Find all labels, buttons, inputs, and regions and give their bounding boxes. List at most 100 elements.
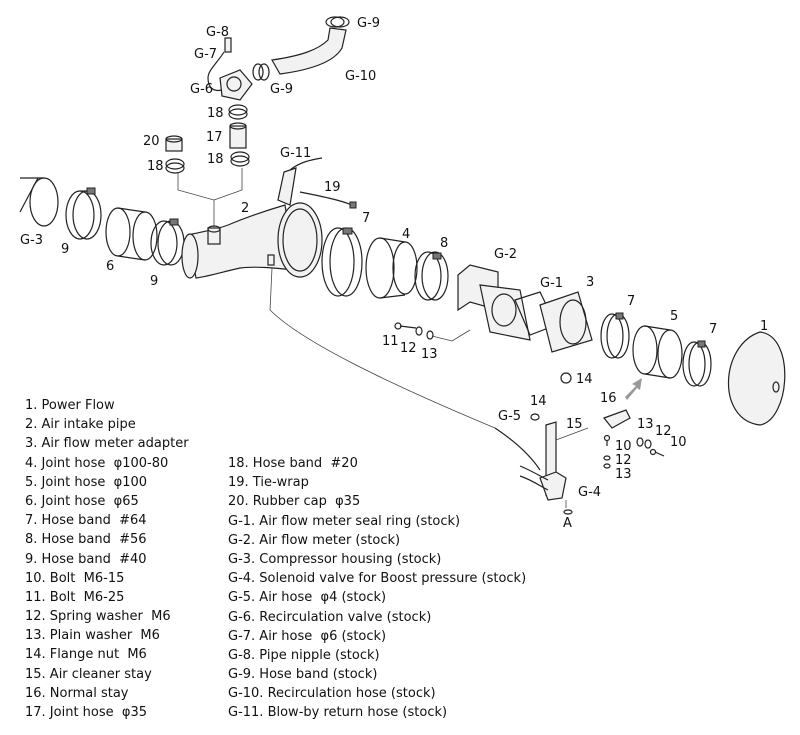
callout-7b: 7: [627, 294, 635, 309]
callout-g6: G-6: [190, 82, 213, 97]
legend-left-item: 5. Joint hose φ100: [25, 474, 148, 490]
callout-8: 8: [440, 236, 448, 251]
callout-g9b: G-9: [270, 82, 293, 97]
legend-left-item: 14. Flange nut M6: [25, 647, 147, 663]
recirculation-hose-drawing: [271, 27, 347, 75]
callout-13a: 13: [421, 347, 438, 362]
hose-band-20-mid-drawing: [230, 151, 250, 167]
leader-line-a: [269, 267, 496, 429]
callout-16: 16: [600, 391, 617, 406]
callout-1: 1: [760, 319, 768, 334]
callout-12a: 12: [400, 341, 417, 356]
legend-left-item: 11. Bolt M6-25: [25, 589, 125, 605]
callout-g10: G-10: [345, 69, 376, 84]
hose-band-stock-a-drawing: [252, 63, 270, 81]
legend-right-item: G-10. Recirculation hose (stock): [228, 686, 436, 702]
legend-left-item: 12. Spring washer M6: [25, 609, 171, 625]
recirculation-valve-drawing: [219, 69, 253, 101]
callout-g3: G-3: [20, 233, 43, 248]
legend-left-item: 7. Hose band #64: [25, 513, 147, 529]
callout-20: 20: [143, 134, 160, 149]
callout-13b: 13: [637, 417, 654, 432]
hose-band-40-right-drawing: [150, 218, 185, 266]
tie-wrap-drawing: [299, 191, 357, 209]
legend-right-item: G-11. Blow-by return hose (stock): [228, 705, 448, 721]
joint-hose-100-drawing: [632, 325, 683, 379]
callout-g2: G-2: [494, 247, 517, 262]
callout-12b: 12: [655, 424, 672, 439]
bolt-washer-set-left-drawing: [394, 322, 471, 342]
callout-a: A: [563, 516, 572, 531]
legend-right-item: G-9. Hose band (stock): [228, 667, 378, 683]
legend-left-item: 15. Air cleaner stay: [25, 666, 152, 682]
callout-17: 17: [206, 130, 223, 145]
legend-right-item: G-2. Air flow meter (stock): [228, 532, 401, 548]
callout-g8: G-8: [206, 25, 229, 40]
legend-right-item: G-6. Recirculation valve (stock): [228, 609, 432, 625]
hose-band-64-c-drawing: [682, 340, 712, 387]
callout-10b: 10: [670, 435, 687, 450]
legend-left-item: 10. Bolt M6-15: [25, 570, 125, 586]
hose-band-40-left-drawing: [65, 187, 102, 240]
callout-g5: G-5: [498, 409, 521, 424]
joint-hose-35-drawing: [229, 122, 247, 149]
legend-right-item: G-5. Air hose φ4 (stock): [228, 590, 387, 606]
legend-right-item: G-4. Solenoid valve for Boost pressure (…: [228, 571, 527, 587]
direction-arrow: [625, 378, 642, 400]
legend-left-item: 2. Air intake pipe: [25, 417, 136, 433]
legend-left-item: 6. Joint hose φ65: [25, 493, 139, 509]
air-hose-4-drawing: [494, 427, 541, 471]
callout-g4: G-4: [578, 485, 601, 500]
compressor-housing-drawing: [19, 177, 59, 227]
blow-by-hose-drawing: [277, 157, 323, 206]
callout-4: 4: [402, 227, 410, 242]
callout-19: 19: [324, 180, 341, 195]
callout-7c: 7: [709, 322, 717, 337]
callout-14b: 14: [576, 372, 593, 387]
callout-13c: 13: [615, 467, 632, 482]
callout-g1: G-1: [540, 276, 563, 291]
power-flow-filter-drawing: [727, 331, 786, 426]
callout-5: 5: [670, 309, 678, 324]
hose-band-20-top-drawing: [228, 104, 248, 120]
callout-g9a: G-9: [357, 16, 380, 31]
legend-left-item: 4. Joint hose φ100-80: [25, 455, 169, 471]
legend-left-item: 16. Normal stay: [25, 685, 129, 701]
callout-6: 6: [106, 259, 114, 274]
callout-9b: 9: [150, 274, 158, 289]
joint-hose-100-80-drawing: [365, 237, 418, 299]
callout-18a: 18: [207, 106, 224, 121]
callout-10a: 10: [615, 439, 632, 454]
hose-band-56-drawing: [414, 251, 449, 301]
hose-band-stock-b-drawing: [325, 16, 350, 28]
callout-g11: G-11: [280, 146, 311, 161]
hose-band-64-b-drawing: [600, 312, 630, 359]
flange-nut-drawing: [560, 372, 572, 384]
legend-right-item: 18. Hose band #20: [228, 456, 358, 471]
legend-right-item: G-7. Air hose φ6 (stock): [228, 628, 387, 644]
legend-left-item: 13. Plain washer M6: [25, 628, 160, 644]
legend-right-item: G-8. Pipe nipple (stock): [228, 647, 380, 663]
bolt-washer-set-right-drawing: [603, 434, 665, 469]
callout-18c: 18: [207, 152, 224, 167]
legend-left-item: 9. Hose band #40: [25, 551, 147, 567]
leader-line-bracket: [177, 168, 243, 228]
air-hose-6-drawing: [207, 51, 225, 92]
hose-band-20-left-drawing: [165, 158, 185, 174]
callout-11: 11: [382, 334, 399, 349]
callout-14a: 14: [530, 394, 547, 409]
legend-left-item: 1. Power Flow: [25, 398, 115, 413]
legend-right-item: 20. Rubber cap φ35: [228, 494, 361, 510]
pipe-nipple-drawing: [224, 37, 232, 53]
rubber-cap-drawing: [165, 135, 183, 152]
solenoid-valve-drawing: [519, 465, 567, 508]
callout-2: 2: [241, 201, 249, 216]
normal-stay-drawing: [603, 409, 631, 429]
callout-g7: G-7: [194, 47, 217, 62]
callout-9a: 9: [61, 242, 69, 257]
air-flow-meter-adapter-drawing: [539, 291, 593, 353]
callout-12c: 12: [615, 453, 632, 468]
legend-right-item: G-3. Compressor housing (stock): [228, 551, 442, 567]
